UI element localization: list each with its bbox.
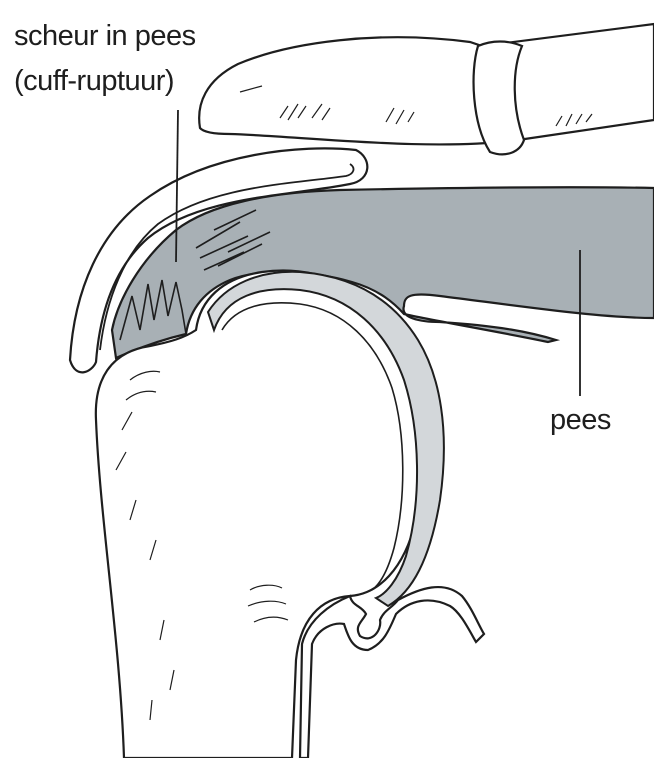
tear-label-line1: scheur in pees [14, 22, 196, 51]
acromion-bone [199, 24, 654, 154]
tendon-label: pees [550, 406, 611, 435]
glenoid-capsule [300, 587, 484, 758]
tear-label-line2: (cuff-ruptuur) [14, 67, 174, 96]
